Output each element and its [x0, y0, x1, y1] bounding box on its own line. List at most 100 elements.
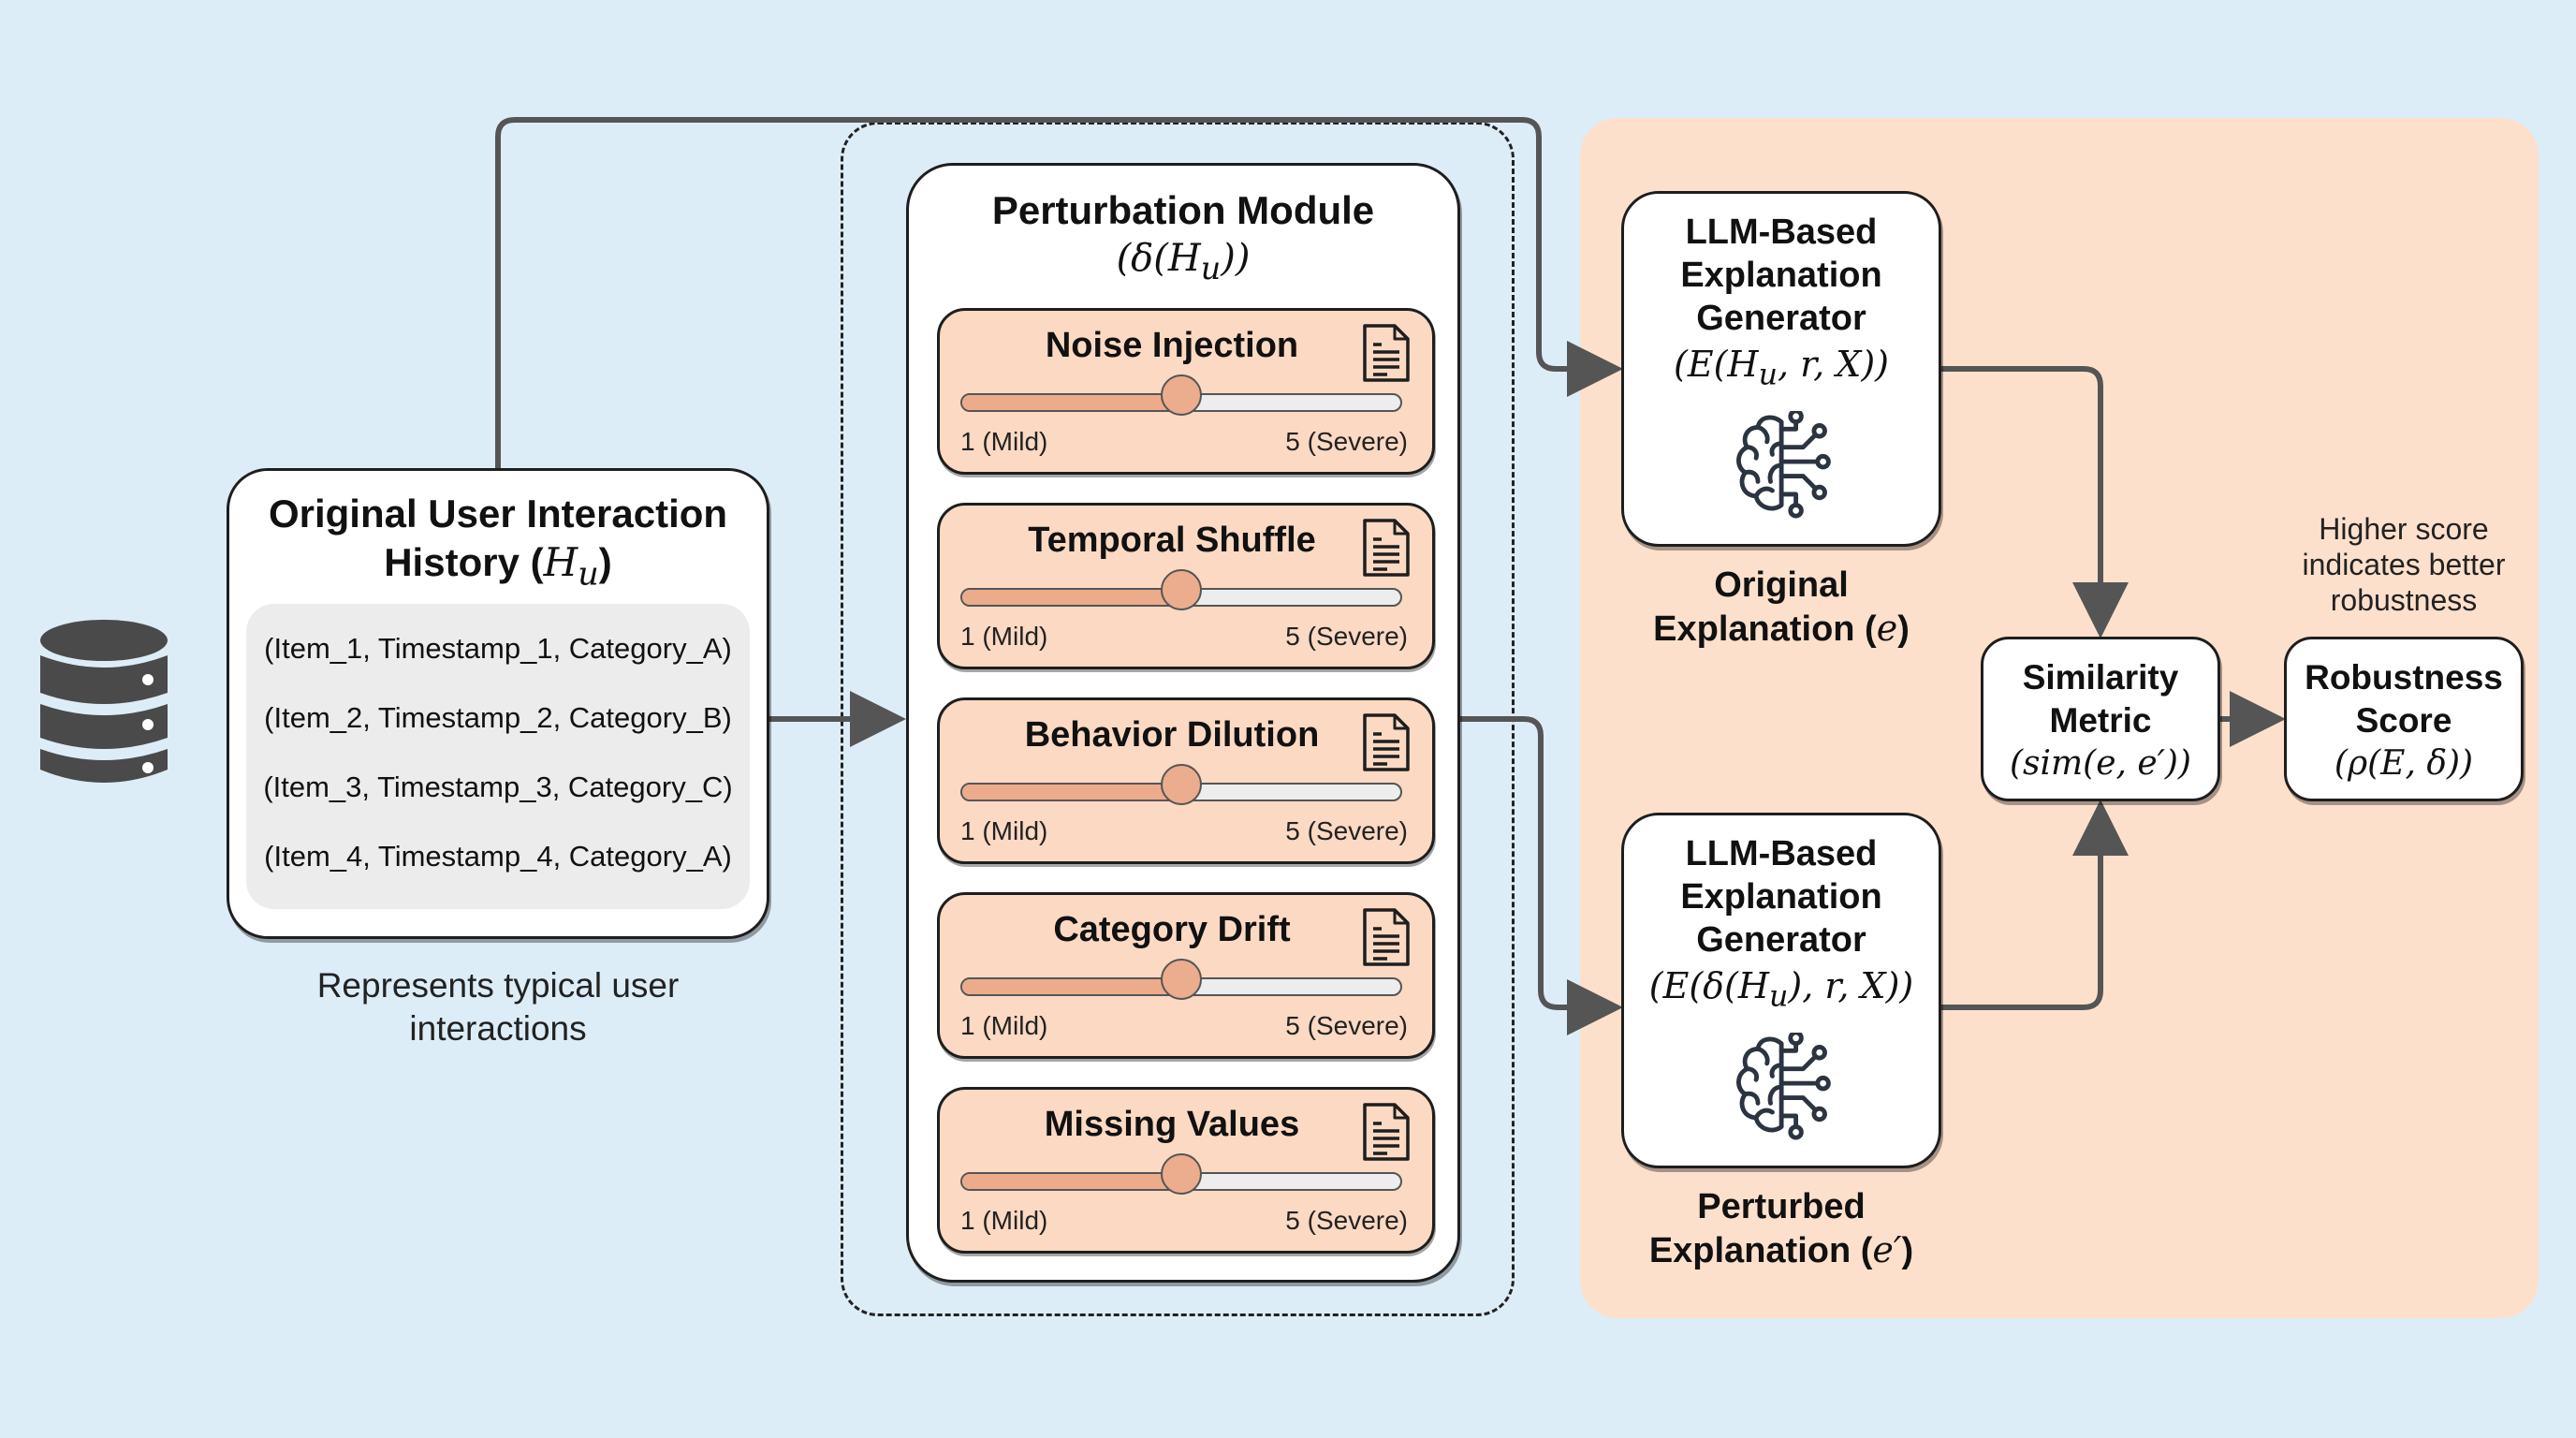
caption-text: Explanation (: [1648, 1231, 1873, 1270]
formula-post: ), r, X)): [1788, 965, 1914, 1006]
history-title-line2: History (Hu): [229, 538, 767, 598]
caption-text: Explanation (: [1653, 609, 1877, 649]
document-icon: [1363, 324, 1410, 382]
arrow-history-to-original-generator: [495, 117, 1623, 468]
generator-title: LLM-Based Explanation Generator: [1624, 211, 1939, 340]
slider-max-label: 5 (Severe): [1285, 1011, 1408, 1040]
severity-slider[interactable]: [960, 374, 1402, 416]
original-explanation-generator: LLM-Based Explanation Generator (E(Hu, r…: [1621, 191, 1941, 547]
formula-sub: u: [1758, 358, 1778, 392]
similarity-title: Similarity Metric: [1983, 656, 2217, 742]
perturbation-module-title: Perturbation Module: [991, 188, 1375, 232]
history-symbol: Hu: [543, 539, 599, 593]
history-caption-line1: Represents typical user: [316, 966, 680, 1005]
perturbation-name: Temporal Shuffle: [1028, 521, 1316, 560]
robustness-title-line1: Robustness: [2305, 658, 2503, 697]
history-symbol-h: H: [543, 539, 578, 585]
generator-title-line2: Explanation: [1680, 877, 1882, 917]
robustness-formula: (ρ(E, δ)): [2334, 744, 2474, 783]
similarity-title-line1: Similarity: [2022, 658, 2179, 697]
note-line1: Higher score: [2319, 512, 2489, 546]
caption-line2: Explanation (e′): [1621, 1228, 1941, 1272]
slider-thumb[interactable]: [1161, 374, 1202, 416]
generator-title: LLM-Based Explanation Generator: [1624, 832, 1939, 961]
slider-max-label: 5 (Severe): [1285, 427, 1408, 456]
robustness-title-line2: Score: [2355, 701, 2452, 740]
note-line3: robustness: [2330, 583, 2478, 617]
generator-title-line3: Generator: [1696, 299, 1866, 338]
caption-symbol: e′: [1872, 1229, 1902, 1270]
severity-slider[interactable]: [960, 569, 1402, 610]
note-line2: indicates better: [2302, 548, 2506, 581]
generator-title-line3: Generator: [1696, 920, 1866, 960]
formula-sub: u: [1200, 250, 1222, 286]
perturbation-name: Missing Values: [1044, 1105, 1300, 1144]
history-title-line1: Original User Interaction: [268, 492, 728, 536]
slider-thumb[interactable]: [1161, 764, 1202, 805]
generator-title-line2: Explanation: [1680, 256, 1882, 295]
slider-min-label: 1 (Mild): [960, 816, 1048, 845]
perturbed-explanation-generator: LLM-Based Explanation Generator (E(δ(Hu)…: [1621, 813, 1941, 1168]
history-title-close: ): [598, 540, 612, 584]
slider-fill: [962, 979, 1181, 994]
history-title: Original User Interaction History (Hu): [229, 490, 767, 598]
formula-sub: u: [1769, 979, 1789, 1014]
similarity-formula: (sim(e, e′)): [2010, 744, 2191, 783]
history-row: (Item_3, Timestamp_3, Category_C): [263, 770, 733, 803]
history-caption-line2: interactions: [409, 1009, 587, 1048]
brain-circuit-icon: [1736, 411, 1831, 519]
slider-max-label: 5 (Severe): [1285, 1206, 1408, 1235]
slider-thumb[interactable]: [1161, 569, 1202, 610]
perturbation-module-formula: (δ(Hu)): [909, 237, 1457, 286]
slider-min-label: 1 (Mild): [960, 427, 1048, 456]
severity-slider[interactable]: [960, 959, 1402, 1000]
arrow-original-to-similarity: [1941, 366, 2129, 638]
slider-thumb[interactable]: [1161, 1153, 1202, 1195]
document-icon: [1363, 713, 1410, 771]
formula-close: )): [1221, 237, 1251, 280]
perturbed-explanation-label: Perturbed Explanation (e′): [1621, 1185, 1941, 1272]
formula-main: (δ(H: [1116, 237, 1201, 280]
history-row: (Item_1, Timestamp_1, Category_A): [264, 632, 732, 665]
robustness-title: Robustness Score: [2287, 656, 2521, 742]
slider-thumb[interactable]: [1161, 959, 1202, 1000]
formula-pre: (E(H: [1674, 344, 1759, 385]
formula-post: , r, X)): [1777, 344, 1889, 385]
caption-close: ): [1901, 1231, 1914, 1270]
slider-min-label: 1 (Mild): [960, 1011, 1048, 1040]
history-caption: Represents typical user interactions: [227, 964, 769, 1050]
slider-fill: [962, 590, 1181, 605]
document-icon: [1363, 1103, 1410, 1161]
history-row: (Item_4, Timestamp_4, Category_A): [264, 840, 732, 873]
generator-formula: (E(Hu, r, X)): [1624, 344, 1939, 392]
generator-formula: (E(δ(Hu), r, X)): [1624, 965, 1939, 1014]
arrow-perturbation-to-perturbed-generator: [1460, 716, 1623, 1035]
generator-title-line1: LLM-Based: [1685, 213, 1878, 252]
robustness-score-box: Robustness Score (ρ(E, δ)): [2284, 637, 2524, 801]
slider-max-label: 5 (Severe): [1285, 816, 1408, 845]
document-icon: [1363, 908, 1410, 966]
similarity-title-line2: Metric: [2049, 701, 2152, 740]
caption-line2: Explanation (e): [1621, 607, 1941, 651]
original-explanation-label: Original Explanation (e): [1621, 564, 1941, 651]
formula-pre: (E(δ(H: [1648, 965, 1769, 1006]
history-row: (Item_2, Timestamp_2, Category_B): [264, 701, 732, 734]
arrow-perturbed-to-similarity: [1941, 800, 2129, 1010]
slider-max-label: 5 (Severe): [1285, 622, 1408, 651]
severity-slider[interactable]: [960, 764, 1402, 805]
perturbation-name: Behavior Dilution: [1024, 715, 1320, 755]
perturbation-name: Category Drift: [1053, 910, 1291, 949]
severity-slider[interactable]: [960, 1153, 1402, 1195]
brain-circuit-icon: [1736, 1033, 1831, 1140]
similarity-metric-box: Similarity Metric (sim(e, e′)): [1981, 637, 2220, 801]
slider-fill: [962, 785, 1181, 800]
generator-title-line1: LLM-Based: [1685, 834, 1878, 873]
slider-fill: [962, 1174, 1181, 1189]
robustness-note: Higher score indicates better robustness: [2256, 511, 2552, 618]
caption-line1: Perturbed: [1697, 1187, 1866, 1226]
perturbation-card: Behavior Dilution 1 (Mild) 5 (Severe): [937, 697, 1435, 864]
database-icon: [40, 620, 168, 783]
caption-close: ): [1897, 609, 1910, 649]
slider-fill: [962, 395, 1181, 410]
